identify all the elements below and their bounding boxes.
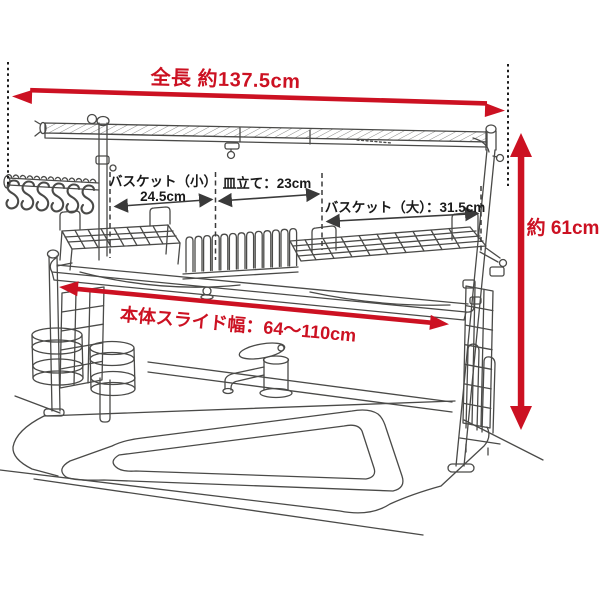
small-basket xyxy=(59,206,181,271)
basket-small-size: 24.5cm xyxy=(140,188,186,204)
red-dimension-arrows xyxy=(12,87,532,430)
dimension-guides xyxy=(7,62,509,260)
basket-small-arrow xyxy=(113,193,214,213)
dotted-extension-lines xyxy=(7,62,509,186)
dish-stand-label: 皿立て：23cm xyxy=(222,176,312,191)
cutting-board-holder xyxy=(459,343,501,456)
large-basket xyxy=(289,211,508,277)
cup-holders xyxy=(31,327,136,397)
left-support-post xyxy=(43,249,73,417)
right-pole xyxy=(447,124,505,473)
basket-small-name: バスケット（小） xyxy=(109,174,217,189)
dashed-extension-lines xyxy=(109,172,482,260)
dish-stand-rack xyxy=(182,227,299,280)
s-hooks xyxy=(5,179,96,215)
basket-large-label: バスケット（大）：31.5cm xyxy=(324,200,486,215)
left-upper-pole xyxy=(86,113,117,261)
slide-width-arrow xyxy=(59,281,449,330)
height-arrow xyxy=(510,133,532,430)
sink-basin xyxy=(0,400,490,536)
dish-stand-arrow xyxy=(217,187,321,208)
counter-edge xyxy=(14,361,544,461)
faucet xyxy=(222,342,293,399)
basket-large-arrow xyxy=(325,206,480,229)
hanging-hook xyxy=(99,377,111,423)
basket-small-label: バスケット（小） 24.5cm xyxy=(103,174,223,204)
top-shelf xyxy=(34,120,488,160)
height-label: 約 61cm xyxy=(526,218,600,239)
total-length-arrow xyxy=(12,87,505,117)
